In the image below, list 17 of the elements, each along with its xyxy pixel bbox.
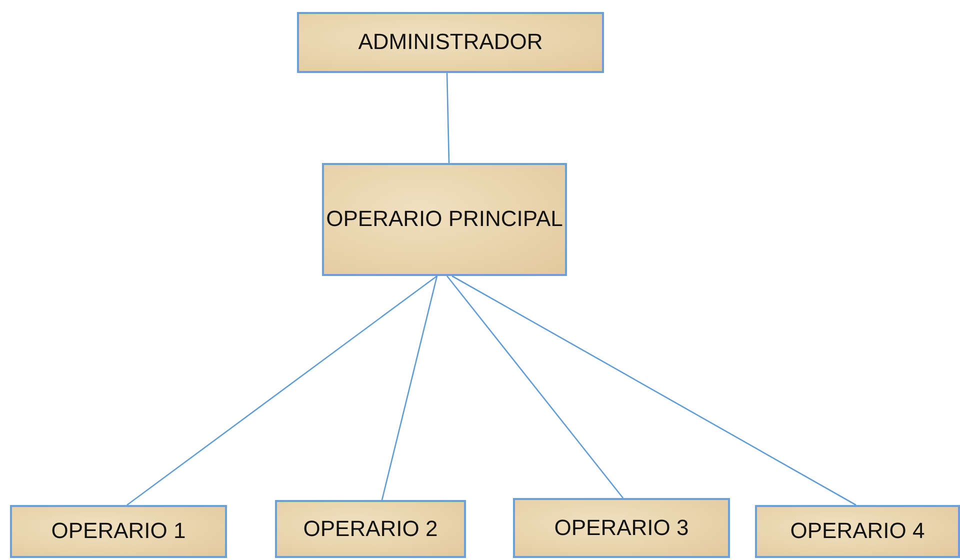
org-box — [755, 505, 960, 558]
role-label: OPERARIO 3 — [554, 514, 689, 542]
role-label: OPERARIO 4 — [790, 517, 925, 546]
connector-line — [446, 276, 624, 498]
org-box — [297, 12, 604, 73]
org-box — [513, 498, 730, 558]
connector-line — [452, 275, 856, 506]
role-label: OPERARIO 2 — [303, 514, 438, 543]
connector-line — [446, 72, 450, 164]
role-label: OPERARIO 1 — [51, 517, 186, 546]
connector-line — [381, 276, 438, 500]
org-box — [275, 500, 466, 558]
org-box — [322, 163, 567, 276]
org-box — [10, 505, 227, 558]
role-label: OPERARIO PRINCIPAL — [326, 205, 563, 234]
connector-line — [126, 275, 438, 506]
role-label: ADMINISTRADOR — [358, 28, 543, 56]
